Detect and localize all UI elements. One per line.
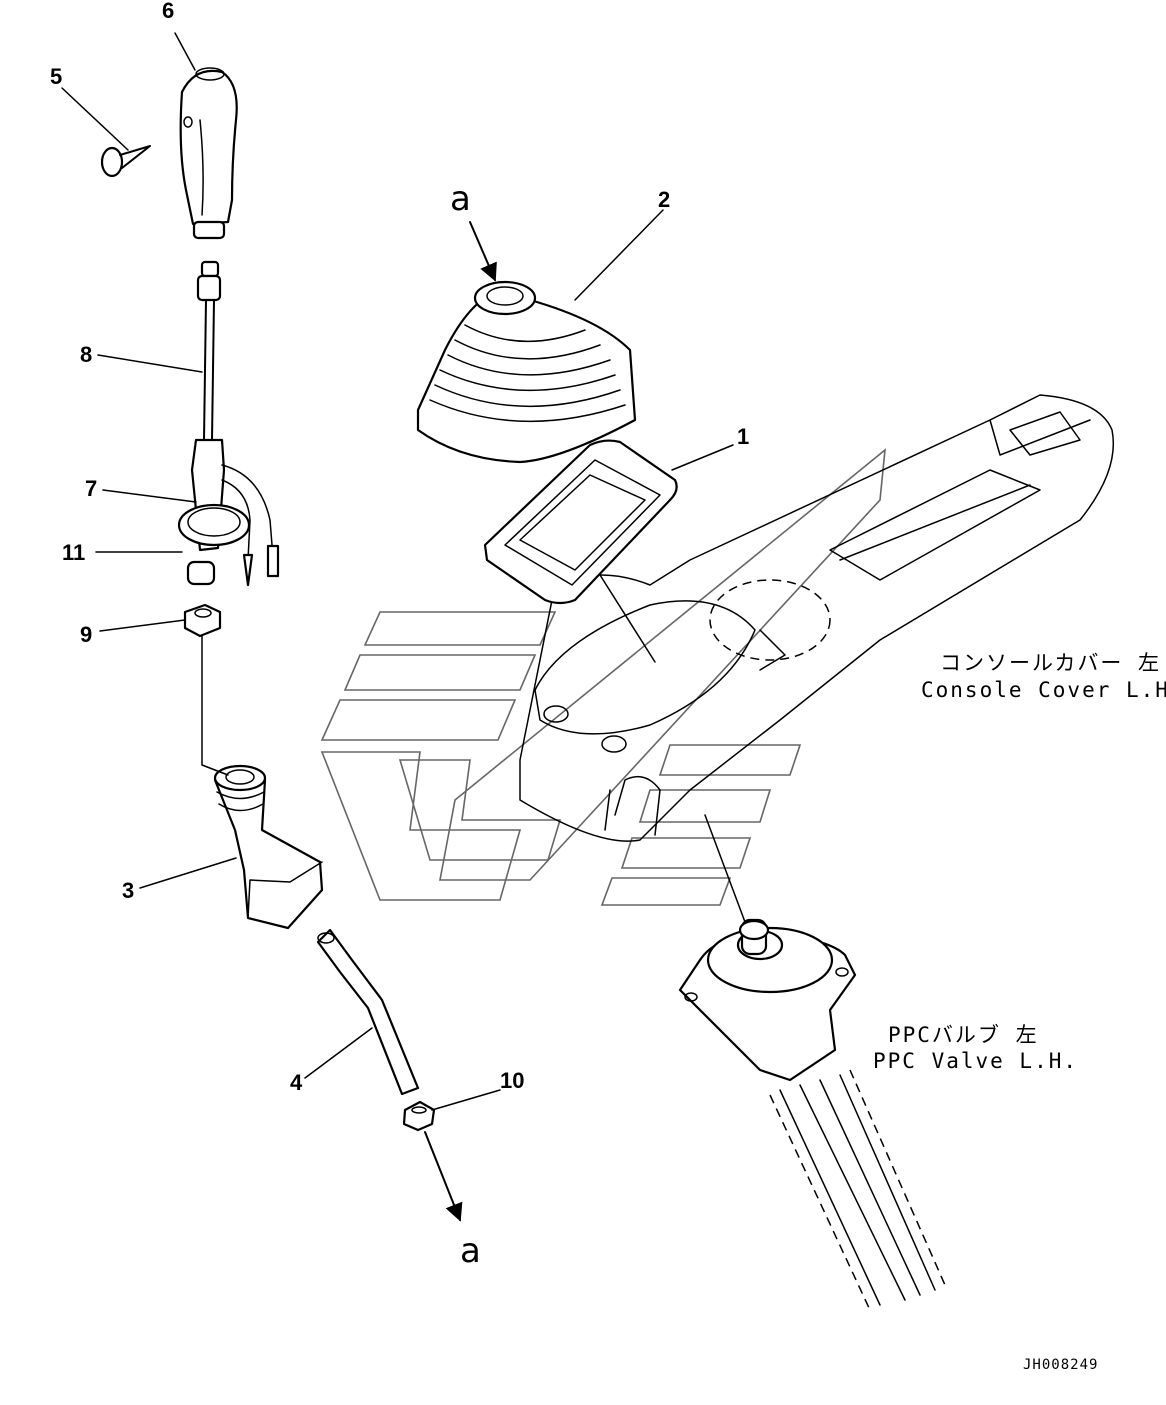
callout-5: 5: [50, 64, 62, 89]
callout-7: 7: [85, 476, 97, 501]
watermark-logo: [320, 448, 886, 906]
callout-11: 11: [62, 540, 85, 565]
ref-arrow-bottom: [424, 1131, 463, 1222]
part-4-rod: [316, 928, 420, 1096]
callout-2: 2: [658, 187, 670, 212]
console-cover-label-jp: コンソールカバー 左: [940, 651, 1161, 675]
part-6-grip: [179, 67, 238, 240]
console-cover-label-en: Console Cover L.H.: [921, 678, 1166, 702]
part-9-nut: [183, 603, 222, 638]
callout-10: 10: [500, 1068, 524, 1093]
callout-3: 3: [122, 878, 134, 903]
ref-arrow-top: [469, 221, 497, 282]
part-5-screw: [100, 145, 151, 178]
callout-9: 9: [80, 622, 92, 647]
part-2-boot: [416, 280, 637, 464]
console-cover: [519, 394, 1115, 842]
ppc-valve: [678, 918, 946, 1311]
leader-lines: [61, 32, 734, 1111]
part-1-frame: [483, 439, 678, 605]
callout-8: 8: [80, 342, 92, 367]
part-8-7-11-lever: [177, 260, 280, 587]
ppc-valve-label-jp: PPCバルブ 左: [888, 1023, 1039, 1047]
ppc-valve-label-en: PPC Valve L.H.: [873, 1049, 1078, 1073]
part-3-holder: [213, 764, 324, 930]
callout-1: 1: [737, 424, 749, 449]
ref-label-bottom: a: [460, 1231, 481, 1271]
part-10-nut: [402, 1100, 436, 1132]
callout-6: 6: [162, 0, 174, 23]
assembly-lines: [201, 574, 746, 923]
ref-label-top: a: [450, 179, 471, 219]
drawing-code: JH008249: [1023, 1357, 1098, 1373]
callout-4: 4: [290, 1070, 303, 1095]
